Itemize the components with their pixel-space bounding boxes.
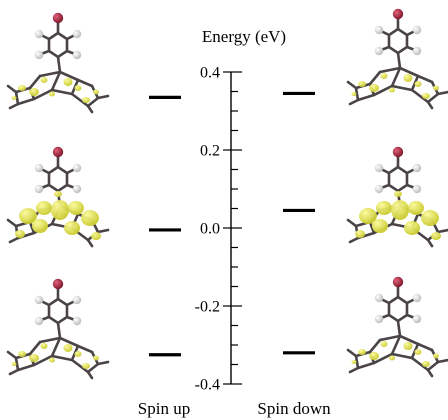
y-tick-label: 0.4	[200, 65, 220, 82]
molecule-orbital-spin-up-low	[6, 277, 110, 380]
y-tick-label: 0.2	[200, 143, 220, 160]
energy-axis: 0.4 0.2 0.0 -0.2 -0.4	[195, 65, 242, 394]
spin-up-label: Spin up	[138, 399, 190, 418]
molecule-orbital-spin-down-high	[346, 7, 448, 110]
y-tick-label: -0.2	[195, 299, 220, 316]
molecule-orbital-spin-up-mid	[6, 145, 110, 248]
energy-levels	[149, 91, 315, 357]
y-tick-label: -0.4	[195, 377, 220, 394]
molecule-orbital-spin-down-mid	[346, 145, 448, 248]
spin-down-label: Spin down	[257, 399, 331, 418]
y-tick-label: 0.0	[200, 221, 220, 238]
molecule-orbital-spin-up-high	[6, 11, 110, 114]
axis-title: Energy (eV)	[202, 27, 286, 46]
molecule-orbital-spin-down-low	[346, 275, 448, 378]
